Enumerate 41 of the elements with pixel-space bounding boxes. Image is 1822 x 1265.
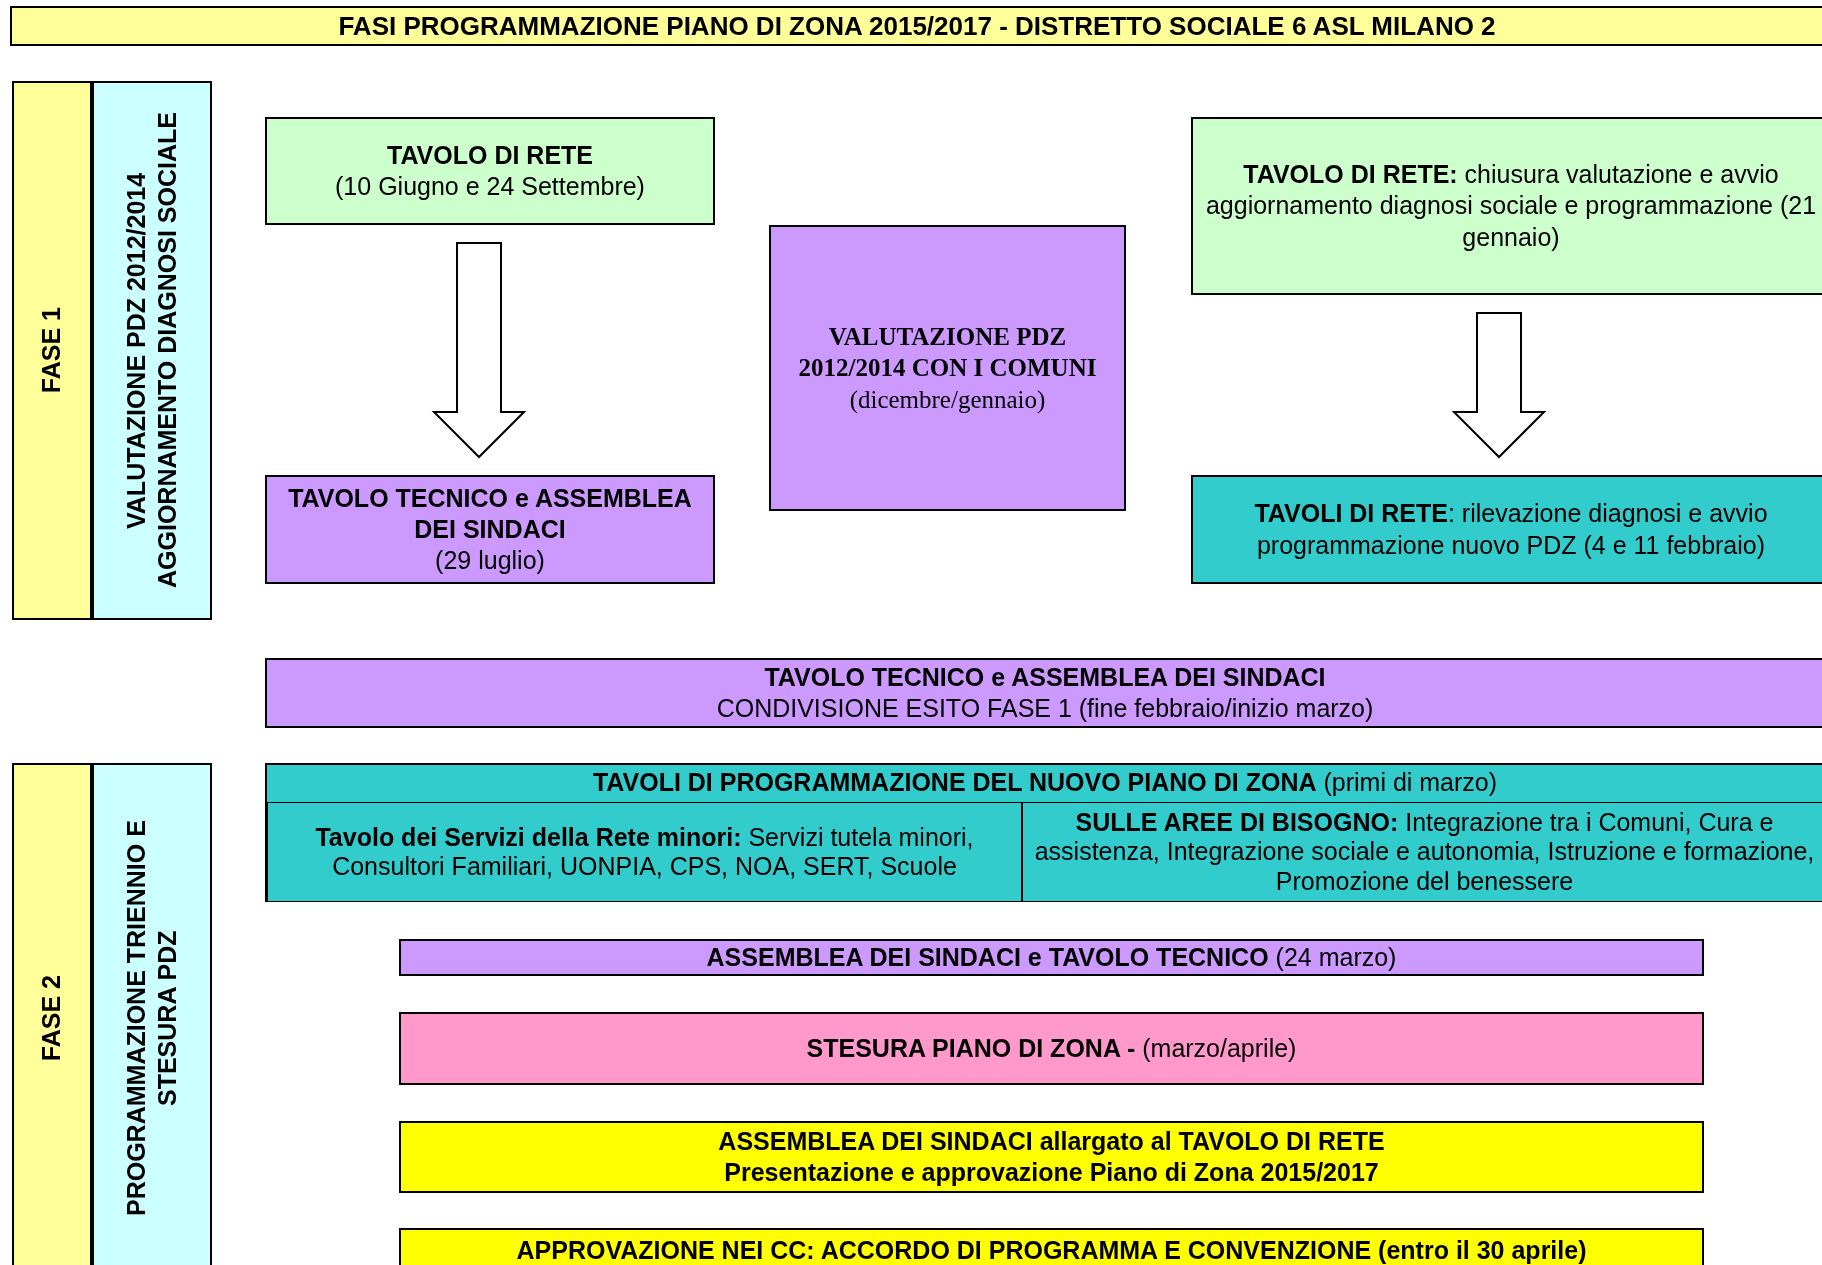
box-text: STESURA PIANO DI ZONA - (marzo/aprile) [806,1032,1297,1064]
box-text: CONDIVISIONE ESITO FASE 1 (fine febbraio/inizio marzo) [716,693,1374,724]
box-text: PROGRAMMAZIONE TRIENNIO E STESURA PDZ [120,819,182,1218]
box-text: TAVOLI DI RETE: rilevazione diagnosi e avvio programmazione nuovo PDZ (4 e 11 febbraio) [1253,498,1769,561]
box-text: TAVOLI DI PROGRAMMAZIONE DEL NUOVO PIANO DI ZONA (primi di marzo) [592,767,1498,798]
process-box [265,117,715,225]
box-heading: TAVOLO TECNICO e ASSEMBLEA DEI SINDACI [764,661,1326,693]
box-text: (29 luglio) [435,545,545,577]
process-box [399,1012,1704,1085]
phase-title-box [92,81,212,620]
process-box [1191,117,1822,295]
box-text: TAVOLO DI RETE: chiusura valutazione e avvio aggiornamento diagnosi sociale e programmazione (21 gennaio) [1204,159,1818,253]
box-text: FASE 2 [36,974,67,1062]
box-heading: ASSEMBLEA DEI SINDACI allargato al TAVOLO DI RETE [718,1125,1385,1157]
phase-label-box [12,763,92,1265]
phase-label-box [12,81,92,620]
process-box [1191,475,1822,584]
box-text: Tavolo dei Servizi della Rete minori: Servizi tutela minori, Consultori Familiari, UONPIA, CPS, NOA, SERT, Scuole [314,822,975,882]
block-arrow [431,242,527,459]
box-heading: TAVOLO TECNICO e ASSEMBLEA DEI SINDACI [287,482,693,545]
block-arrow [1451,312,1547,459]
box-text: FASE 1 [36,307,67,394]
box-text: Presentazione e approvazione Piano di Zona 2015/2017 [724,1157,1379,1188]
process-box [265,475,715,584]
phase-title-box [92,763,212,1265]
box-text: VALUTAZIONE PDZ 2012/2014 AGGIORNAMENTO DIAGNOSI SOCIALE [120,111,182,591]
box-text: SULLE AREE DI BISOGNO: Integrazione tra i Comuni, Cura e assistenza, Integrazione sociale e autonomia, Istruzione e formazione, Promozione del benessere [1033,807,1816,897]
process-box [267,802,1022,902]
title-banner: FASI PROGRAMMAZIONE PIANO DI ZONA 2015/2017 - DISTRETTO SOCIALE 6 ASL MILANO 2 [10,6,1822,46]
box-text: (dicembre/gennaio) [849,384,1046,415]
box-heading: TAVOLO DI RETE [387,139,593,171]
box-heading: VALUTAZIONE PDZ 2012/2014 CON I COMUNI [797,322,1098,384]
box-text: ASSEMBLEA DEI SINDACI e TAVOLO TECNICO (24 marzo) [706,941,1397,973]
box-text: APPROVAZIONE NEI CC: ACCORDO DI PROGRAMMA E CONVENZIONE (entro il 30 aprile) [516,1234,1587,1265]
box-text: (10 Giugno e 24 Settembre) [335,171,645,202]
group-panel [265,763,1822,902]
process-box [399,939,1704,976]
process-box [265,658,1822,728]
process-box [769,225,1126,511]
process-box [399,1228,1704,1265]
process-box [399,1121,1704,1193]
